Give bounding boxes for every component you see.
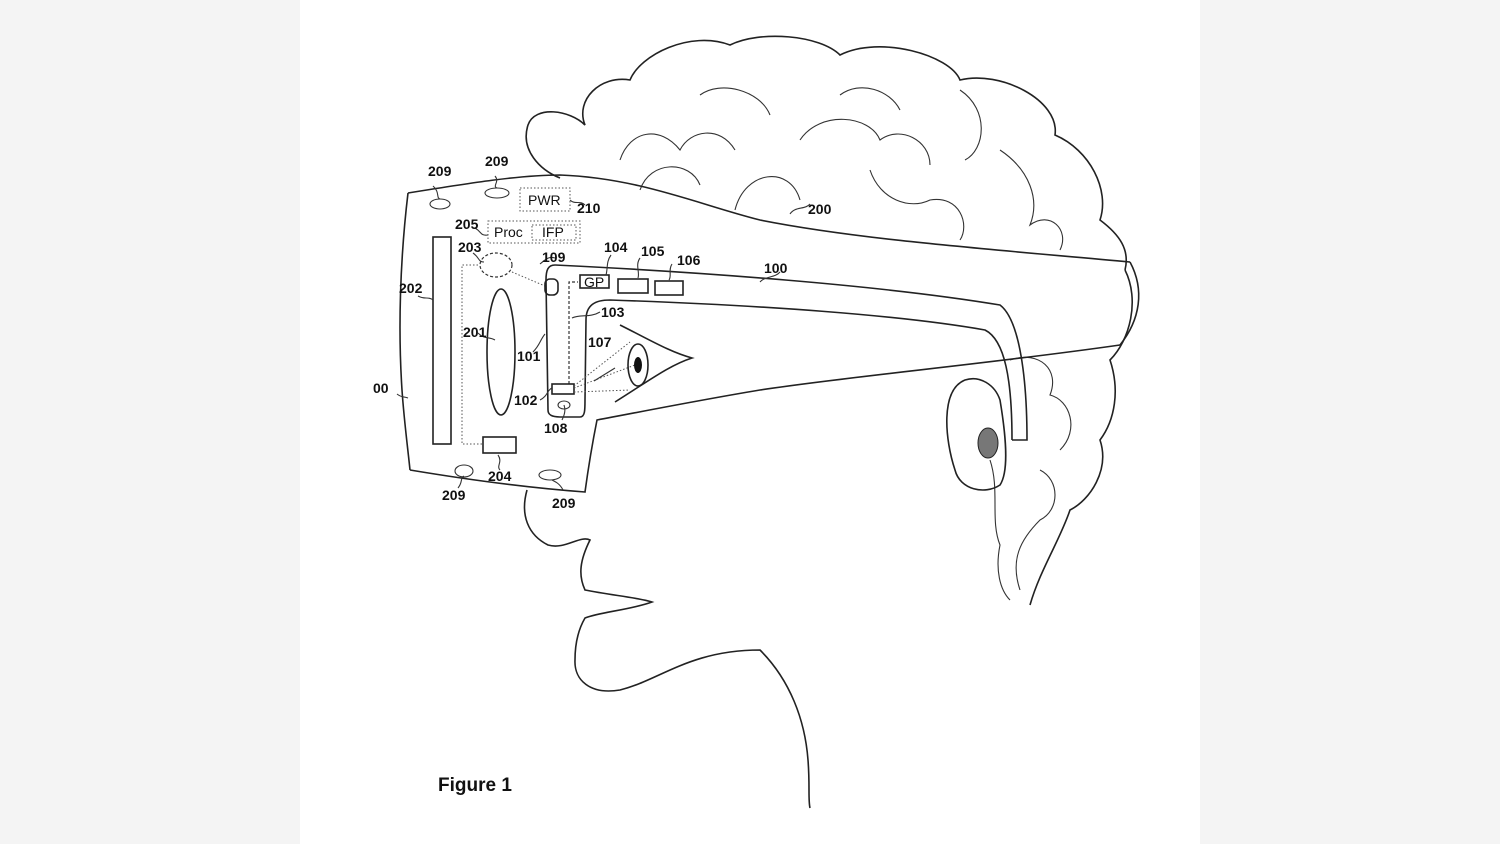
label-00: 00 bbox=[373, 380, 389, 396]
label-204: 204 bbox=[488, 468, 512, 484]
label-209: 209 bbox=[428, 163, 452, 179]
patent-sheet bbox=[300, 0, 1200, 844]
headset-housing bbox=[399, 174, 1140, 493]
label-100: 100 bbox=[764, 260, 788, 276]
vent-hole bbox=[429, 198, 451, 210]
leader-lines bbox=[396, 175, 811, 491]
ifp-box bbox=[531, 224, 577, 241]
figure-caption: Figure 1 bbox=[438, 775, 512, 796]
label-103: 103 bbox=[601, 304, 625, 320]
gp-box bbox=[579, 274, 610, 289]
label-202: 202 bbox=[399, 280, 423, 296]
vent-hole bbox=[484, 187, 510, 199]
module-106 bbox=[654, 280, 684, 296]
label-209: 209 bbox=[442, 487, 466, 503]
label-109: 109 bbox=[542, 249, 566, 265]
power-box bbox=[519, 187, 571, 212]
processor-box bbox=[487, 220, 581, 244]
module-105 bbox=[617, 278, 649, 294]
lens-201 bbox=[486, 288, 516, 416]
ear bbox=[946, 378, 1007, 491]
gp-label: GP bbox=[584, 274, 604, 290]
reference-labels: 209 209 209 209 PWR 210 205 Proc IFP 203… bbox=[373, 153, 832, 796]
label-108: 108 bbox=[544, 420, 568, 436]
label-203: 203 bbox=[458, 239, 482, 255]
vent-hole bbox=[454, 464, 474, 478]
processor-label: Proc bbox=[494, 224, 523, 240]
optic-203 bbox=[479, 252, 513, 278]
label-200: 200 bbox=[808, 201, 832, 217]
label-210: 210 bbox=[577, 200, 601, 216]
label-209: 209 bbox=[485, 153, 509, 169]
illuminator-108 bbox=[557, 400, 571, 410]
earphone-icon bbox=[977, 427, 999, 459]
label-205: 205 bbox=[455, 216, 479, 232]
eye bbox=[614, 324, 695, 403]
label-107: 107 bbox=[588, 334, 612, 350]
display-202 bbox=[432, 236, 452, 445]
label-105: 105 bbox=[641, 243, 665, 259]
module-204 bbox=[482, 436, 517, 454]
label-209: 209 bbox=[552, 495, 576, 511]
label-106: 106 bbox=[677, 252, 701, 268]
vent-hole bbox=[538, 469, 562, 481]
label-104: 104 bbox=[604, 239, 628, 255]
sensor-102 bbox=[551, 383, 575, 395]
label-101: 101 bbox=[517, 348, 541, 364]
label-201: 201 bbox=[463, 324, 487, 340]
ifp-label: IFP bbox=[542, 224, 564, 240]
label-102: 102 bbox=[514, 392, 538, 408]
connector-109 bbox=[544, 278, 559, 296]
hair bbox=[525, 35, 1133, 606]
face-profile bbox=[523, 489, 811, 809]
eyepiece-strap bbox=[544, 264, 1028, 441]
power-label: PWR bbox=[528, 192, 561, 208]
